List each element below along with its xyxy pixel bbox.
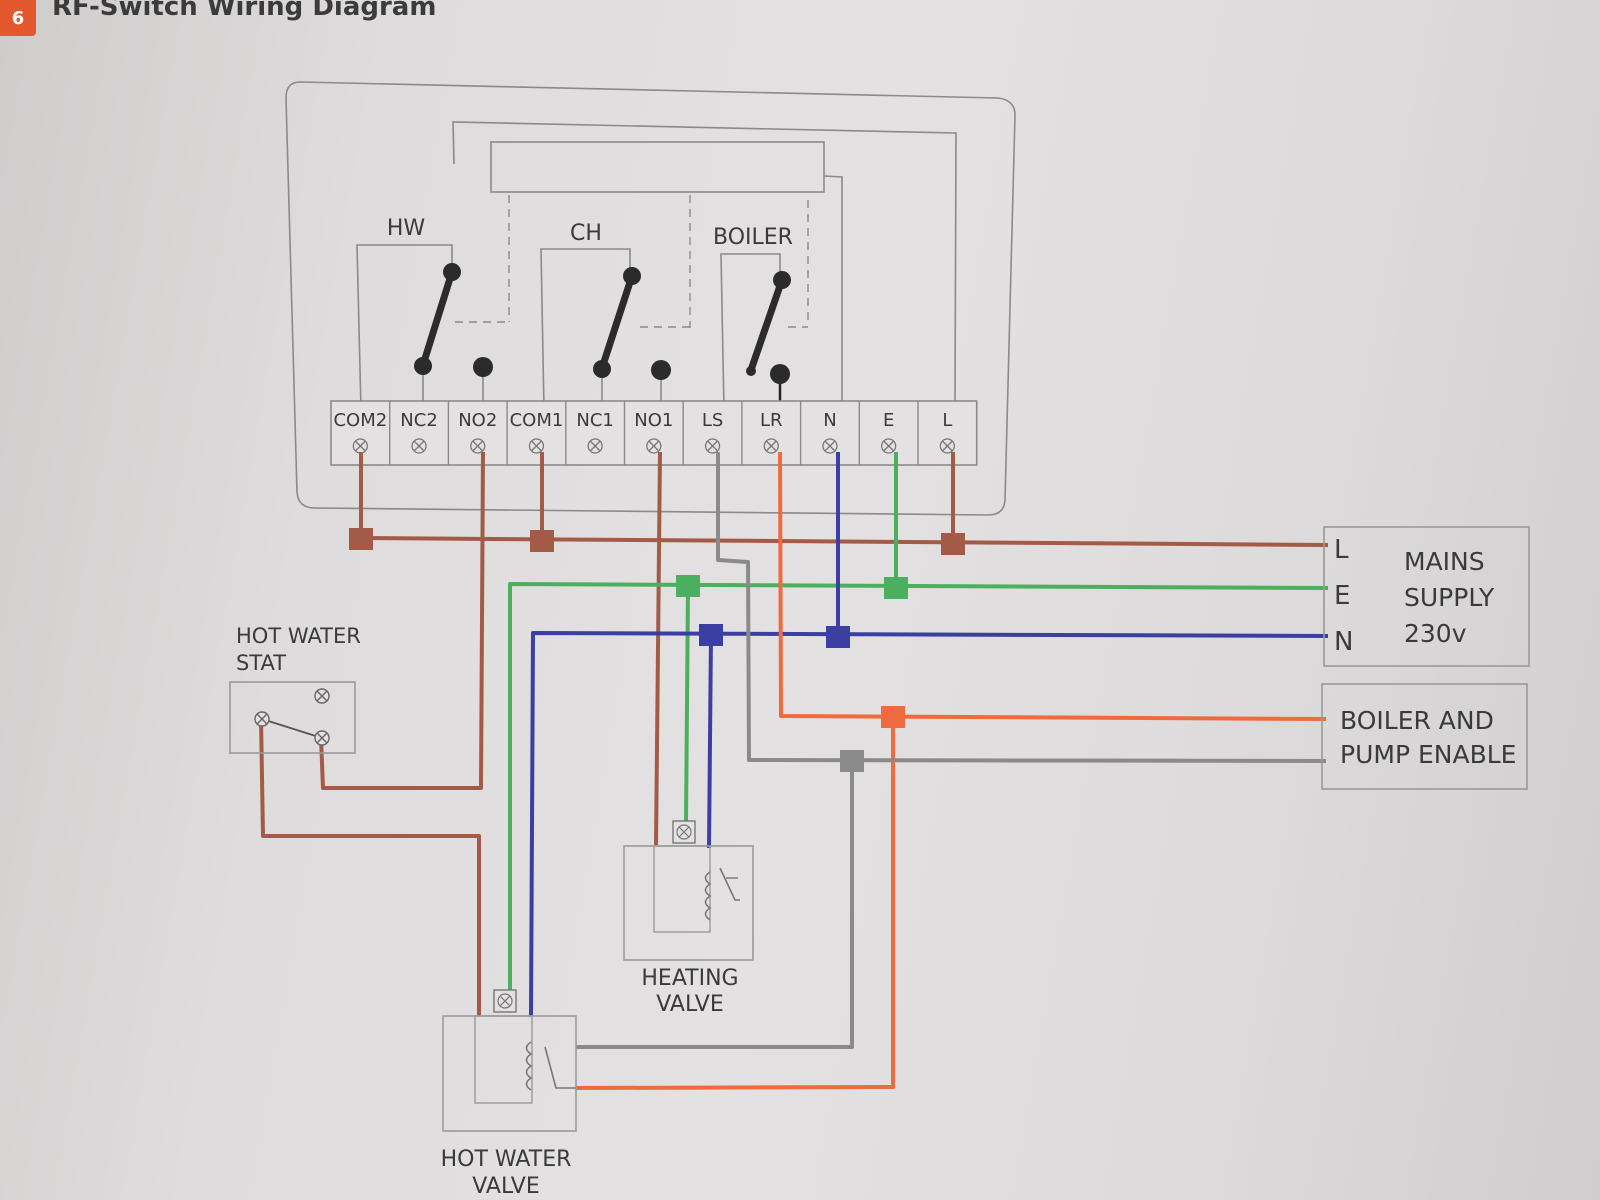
heating-valve-coil-icon [704, 871, 712, 921]
ch-pivot-dot [593, 360, 611, 378]
boiler-label: BOILER [713, 225, 793, 250]
wire-no1-heatingvalve [654, 451, 662, 846]
junction-com1-live [530, 530, 554, 552]
mains-title-2: SUPPLY [1404, 583, 1495, 612]
wire-ls-boiler-enable [716, 452, 1327, 763]
terminal-screw-icon [411, 438, 427, 454]
receiver-module [490, 141, 825, 193]
heating-valve-line-2: VALVE [656, 992, 723, 1017]
terminal-label-com1: COM1 [510, 410, 564, 431]
heating-valve-switch [719, 867, 740, 901]
boiler-switch-arm [747, 276, 786, 374]
section-number-badge: 6 [0, 0, 36, 36]
hw-no-contact-dot [473, 357, 493, 377]
ch-arm-tip-dot [623, 267, 641, 285]
wire-lr-boiler-enable [778, 451, 1327, 721]
wire-stat-hwvalve [259, 717, 481, 1016]
ch-label: CH [570, 221, 602, 246]
receiver-module-back [452, 121, 957, 405]
wire-earth-heatingvalve [684, 585, 690, 824]
receiver-lead-right [823, 175, 843, 405]
heating-valve-line-1: HEATING [641, 966, 738, 991]
terminal-label-no2: NO2 [458, 410, 497, 431]
hot-water-valve-switch [544, 1046, 576, 1089]
hot-water-stat-line-1: HOT WATER [236, 624, 361, 648]
terminal-label-nc2: NC2 [400, 410, 438, 431]
wire-neutral-heatingvalve [707, 633, 713, 849]
ch-relay-frame [540, 248, 631, 411]
switch-housing [285, 81, 1016, 516]
boiler-arm-tip-dot [773, 271, 791, 289]
junction-orange [881, 706, 905, 728]
junction-l-live [941, 533, 965, 555]
junction-com2-live [349, 528, 373, 550]
mains-supply-box: L E N MAINS SUPPLY 230v [1323, 526, 1530, 667]
wire-grey-hwvalve [576, 760, 854, 1049]
terminal-screw-icon [587, 438, 603, 454]
mains-e-label: E [1334, 581, 1350, 611]
mains-title-1: MAINS [1404, 547, 1485, 576]
hw-pivot-dot [414, 357, 432, 375]
terminal-screw-icon [528, 438, 545, 454]
terminal-screw-icon [470, 438, 486, 454]
terminal-screw-icon [704, 438, 721, 454]
hot-water-valve-line-1: HOT WATER [441, 1147, 572, 1172]
terminal-label-lr: LR [760, 410, 783, 431]
terminal-label-com2: COM2 [333, 410, 387, 431]
boiler-pivot-dot [746, 366, 756, 376]
terminal-label-no1: NO1 [634, 410, 673, 431]
hot-water-stat: HOT WATER STAT [229, 624, 361, 754]
ch-no-contact-dot [651, 360, 671, 380]
boiler-relay-frame [720, 253, 781, 411]
wire-no2-stat [319, 451, 485, 790]
wire-live-main [360, 536, 1329, 547]
boiler-enable-line-1: BOILER AND [1340, 706, 1494, 735]
junction-earth-valve [676, 575, 700, 597]
terminal-screw-icon [939, 438, 955, 454]
mains-title-3: 230v [1404, 619, 1467, 648]
hot-water-valve: HOT WATER VALVE [441, 989, 577, 1199]
hot-water-valve-coil-icon [525, 1041, 533, 1091]
junction-grey [840, 750, 864, 772]
mains-n-label: N [1334, 627, 1353, 657]
terminal-screw-icon [646, 438, 662, 454]
terminal-label-e: E [883, 410, 894, 431]
hot-water-stat-line-2: STAT [236, 651, 286, 675]
terminal-label-ls: LS [702, 410, 723, 431]
boiler-enable-line-2: PUMP ENABLE [1340, 740, 1516, 769]
junction-neutral-valve [699, 624, 723, 646]
hw-label: HW [387, 216, 426, 241]
junction-earth-e [884, 577, 908, 599]
terminal-screw-icon [763, 438, 779, 454]
terminal-label-l: L [942, 410, 952, 431]
terminal-label-nc1: NC1 [576, 410, 614, 431]
terminal-screw-icon [881, 438, 897, 454]
diagram-title: RF-Switch Wiring Diagram [52, 0, 437, 22]
boiler-contact-dot [770, 364, 790, 384]
terminal-strip [330, 400, 978, 466]
mains-l-label: L [1334, 535, 1349, 565]
hot-water-valve-line-2: VALVE [472, 1174, 539, 1199]
hw-relay-frame [356, 244, 453, 411]
terminal-block: COM2 NC2 NO2 COM1 NC1 NO1 LS LR N E L [330, 400, 978, 466]
hw-switch-arm [419, 268, 456, 369]
terminal-label-n: N [823, 410, 836, 431]
wire-orange-hwvalve [575, 716, 895, 1090]
wire-earth-main [508, 582, 1329, 1000]
wire-neutral-main [529, 631, 1329, 1017]
terminal-screw-icon [822, 438, 838, 454]
hw-arm-tip-dot [443, 263, 461, 281]
junction-neutral-n [826, 626, 850, 648]
boiler-pump-enable-box: BOILER AND PUMP ENABLE [1321, 683, 1528, 790]
heating-valve: HEATING VALVE [623, 820, 754, 1017]
ch-switch-arm [598, 272, 636, 372]
stat-terminal-icon [254, 688, 330, 746]
stat-switch-arm [261, 718, 323, 739]
